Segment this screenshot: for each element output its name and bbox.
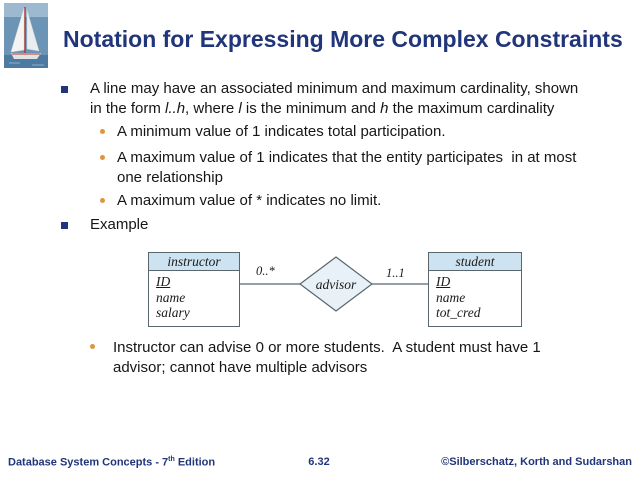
sailboat-icon	[4, 3, 48, 68]
text-part: Edition	[174, 456, 216, 469]
slide-footer: Database System Concepts - 7th Edition 6…	[0, 456, 638, 470]
attribute: tot_cred	[436, 305, 481, 320]
footer-book-title: Database System Concepts - 7th Edition	[8, 456, 215, 469]
note-text: advisor; cannot have multiple advisors	[113, 359, 368, 376]
bullet-square-icon	[61, 86, 68, 93]
text-part-italic: h	[380, 100, 389, 117]
sub-bullet-dot-icon	[100, 198, 105, 203]
sub-bullet-text: A minimum value of 1 indicates total par…	[117, 123, 446, 140]
text-part: is the minimum and	[241, 100, 381, 117]
sub-bullet-text: A maximum value of * indicates no limit.	[117, 192, 382, 209]
entity-attributes: ID name salary	[149, 271, 239, 326]
sub-bullet-dot-icon	[100, 129, 105, 134]
text-part: , where	[185, 100, 239, 117]
slide-title: Notation for Expressing More Complex Con…	[63, 26, 623, 52]
sub-bullet-text: A maximum value of 1 indicates that the …	[117, 149, 577, 166]
entity-title: student	[429, 253, 521, 271]
text-part-italic: l..h	[165, 100, 186, 117]
sailboat-logo-image	[4, 3, 48, 68]
cardinality-label-left: 0..*	[256, 264, 275, 278]
sub-bullet-dot-icon	[90, 344, 95, 349]
entity-instructor: instructor ID name salary	[148, 252, 240, 327]
bullet-square-icon	[61, 222, 68, 229]
text-part: the maximum cardinality	[388, 100, 555, 117]
attribute: salary	[156, 305, 190, 320]
attribute-primary-key: ID	[436, 274, 451, 289]
text-part: in the form	[90, 100, 166, 117]
sub-bullet-text: one relationship	[117, 169, 223, 186]
cardinality-label-right: 1..1	[386, 266, 405, 280]
note-text: Instructor can advise 0 or more students…	[113, 339, 541, 356]
footer-copyright: ©Silberschatz, Korth and Sudarshan	[441, 456, 632, 468]
bullet-text-line: in the form l..h, where l is the minimum…	[90, 99, 554, 119]
entity-attributes: ID name tot_cred	[429, 271, 521, 326]
sub-bullet-dot-icon	[100, 155, 105, 160]
relationship-label: advisor	[315, 277, 357, 292]
attribute: name	[436, 289, 466, 305]
attribute-primary-key: ID	[156, 274, 171, 289]
text-part: th	[168, 456, 175, 463]
footer-page-number: 6.32	[308, 456, 330, 468]
text-part: Database System Concepts - 7	[8, 456, 169, 469]
entity-student: student ID name tot_cred	[428, 252, 522, 327]
bullet-text-line: A line may have an associated minimum an…	[90, 80, 579, 97]
bullet-text-line: Example	[90, 216, 149, 233]
text-part-italic: l	[238, 100, 242, 117]
entity-title: instructor	[149, 253, 239, 271]
attribute: name	[156, 289, 186, 305]
